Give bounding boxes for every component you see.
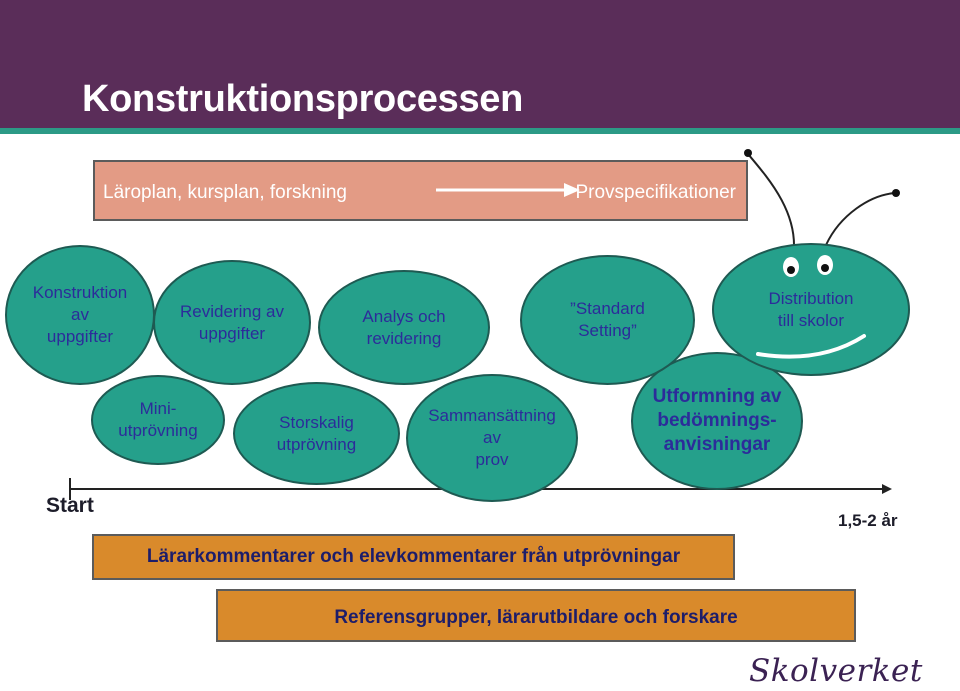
header-strip — [0, 128, 960, 134]
bubble-label: Distribution till skolor — [768, 288, 854, 330]
antenna-tip-left — [744, 149, 752, 157]
bubble-utformning: Utformning av bedömnings- anvisningar — [631, 352, 803, 490]
skolverket-logo: Skolverket — [749, 653, 923, 689]
timeline-start-label: Start — [46, 494, 94, 517]
bubble-label: ”Standard Setting” — [570, 299, 645, 340]
antenna-tip-right — [892, 189, 900, 197]
page-title: Konstruktionsprocessen — [82, 78, 524, 120]
input-box-right-label: Provspecifikationer — [575, 182, 736, 203]
header-band — [0, 0, 960, 128]
timeline-end-label: 1,5-2 år — [838, 511, 898, 530]
feedback-bar: Lärarkommentarer och elevkommentarer frå… — [92, 534, 735, 580]
right-arrow-icon — [436, 183, 580, 197]
bubble-revidering: Revidering av uppgifter — [153, 260, 311, 385]
bubble-konstruktion: Konstruktion av uppgifter — [5, 245, 155, 385]
bubble-label: Mini- utprövning — [118, 399, 198, 440]
bubble-analys: Analys och revidering — [318, 270, 490, 385]
bubble-label: Analys och revidering — [362, 306, 446, 348]
bubble-label: Sammansättning av prov — [428, 406, 556, 469]
bubble-label: Utformning av bedömnings- anvisningar — [652, 386, 782, 455]
bubble-label: Revidering av uppgifter — [180, 301, 284, 343]
bubble-standard-setting: ”Standard Setting” — [520, 255, 695, 385]
input-box: Läroplan, kursplan, forskning Provspecif… — [93, 160, 748, 221]
bubble-label: Storskalig utprövning — [276, 412, 357, 454]
reference-bar: Referensgrupper, lärarutbildare och fors… — [216, 589, 856, 642]
bubble-label: Konstruktion av uppgifter — [32, 283, 128, 346]
input-box-left-label: Läroplan, kursplan, forskning — [103, 182, 347, 203]
bubble-mini-utprovning: Mini- utprövning — [91, 375, 225, 465]
bubble-storskalig-utprovning: Storskalig utprövning — [233, 382, 400, 485]
bubble-sammansattning: Sammansättning av prov — [406, 374, 578, 502]
